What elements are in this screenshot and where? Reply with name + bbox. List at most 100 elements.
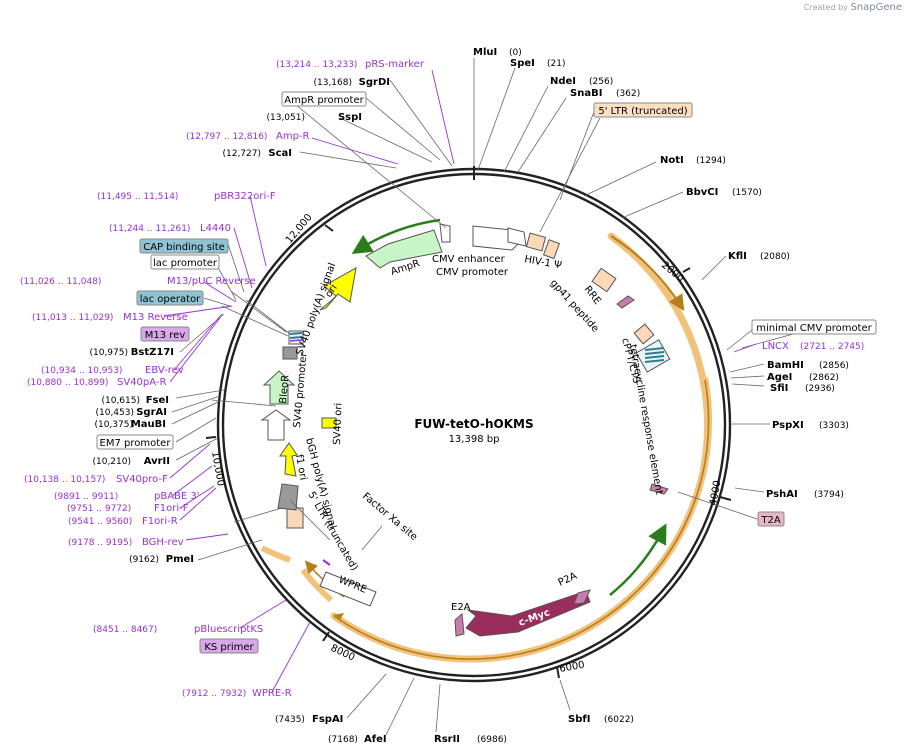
primer-lncx: LNCX(2721 .. 2745) bbox=[762, 341, 864, 352]
site-position: (6986) bbox=[477, 735, 507, 745]
primer-m13-reverse: (11,013 .. 11,029)M13 Reverse bbox=[32, 312, 188, 323]
site-rsrii: RsrII (6986) bbox=[434, 734, 507, 745]
primer-name: M13/pUC Reverse bbox=[167, 276, 256, 287]
f1-ori-arrow bbox=[279, 442, 298, 477]
f1-label: f1 ori bbox=[293, 454, 308, 482]
site-position: (13,168) bbox=[313, 78, 352, 88]
primer-name: pBR322ori-F bbox=[214, 191, 276, 202]
sv40-promoter-label: SV40 promoter bbox=[292, 351, 310, 428]
primer-range: (11,244 .. 11,261) bbox=[109, 224, 190, 234]
site-ndei: NdeI(256) bbox=[550, 76, 613, 87]
p2a-label: P2A bbox=[557, 571, 579, 589]
cmv-enhancer-label: CMV enhancer bbox=[432, 254, 506, 265]
plasmid-name: FUW-tetO-hOKMS bbox=[414, 417, 533, 431]
primer-range: (9541 .. 9560) bbox=[68, 517, 132, 527]
cmyc-arrow bbox=[465, 590, 591, 637]
sv40-polya-label: SV40 poly(A) signal bbox=[294, 261, 338, 357]
gp41-arrow bbox=[616, 295, 635, 309]
site-scai: ScaI(12,727) bbox=[222, 148, 292, 159]
ks-primer-label: KS primer bbox=[204, 642, 254, 653]
primer-labels: (13,214 .. 13,233) pRS-marker (12,797 .. 1… bbox=[20, 59, 864, 699]
site-position: (3794) bbox=[814, 490, 844, 500]
site-fspai: FspAI(7435) bbox=[275, 714, 343, 725]
site-position: (10,615) bbox=[101, 396, 140, 406]
site-name: BbvCI bbox=[686, 187, 718, 198]
boxed-label-t2a: T2A bbox=[757, 511, 785, 527]
primer-leaders bbox=[163, 69, 757, 693]
e2a-box bbox=[454, 612, 465, 637]
site-position: (256) bbox=[589, 77, 613, 87]
site-name: SgrDI bbox=[359, 77, 390, 88]
site-position: (1570) bbox=[732, 188, 762, 198]
orf-highlight-3 bbox=[300, 568, 334, 603]
site-position: (13,051) bbox=[266, 113, 305, 123]
ltr-trunc-label: 5' LTR (truncated) bbox=[598, 106, 687, 117]
site-position: (10,375) bbox=[94, 420, 133, 430]
em7-label: EM7 promoter bbox=[100, 438, 172, 449]
primer-range: (11,026 .. 11,048) bbox=[20, 277, 101, 287]
primer-range: (7912 .. 7932) bbox=[182, 689, 246, 699]
site-position: (12,727) bbox=[222, 149, 261, 159]
site-pspxi: PspXI(3303) bbox=[772, 420, 849, 431]
primer-range: (12,797 .. 12,816) bbox=[186, 132, 267, 142]
site-name: AvrII bbox=[144, 456, 170, 467]
primer-pbr322ori-f: (11,495 .. 11,514)pBR322ori-F bbox=[97, 191, 276, 202]
primer-range: (13,214 .. 13,233) bbox=[276, 60, 357, 70]
primer-name: WPRE-R bbox=[252, 688, 292, 699]
primer-name: Amp-R bbox=[276, 131, 310, 142]
ampr-promoter-box bbox=[439, 223, 451, 243]
ltr5-label: 5' LTR (truncated) bbox=[305, 490, 359, 573]
primer-range: (8451 .. 8467) bbox=[93, 625, 157, 635]
primer-name: M13 Reverse bbox=[123, 312, 188, 323]
primer-name: F1ori-R bbox=[142, 516, 178, 527]
site-position: (2936) bbox=[805, 384, 835, 394]
lac-promoter-label: lac promoter bbox=[153, 258, 218, 269]
t2a-label: T2A bbox=[760, 515, 780, 526]
snapgene-credit: Created by SnapGene bbox=[804, 2, 902, 13]
site-name: SnaBI bbox=[570, 88, 602, 99]
site-name: PmeI bbox=[166, 554, 194, 565]
site-position: (2856) bbox=[819, 361, 849, 371]
orf-arrow-1 bbox=[610, 235, 685, 312]
hiv-psi-box bbox=[542, 239, 561, 260]
boxed-label-min-cmv: minimal CMV promoter bbox=[751, 319, 877, 335]
ori-arrow bbox=[319, 267, 357, 311]
credit-prefix: Created by bbox=[803, 3, 848, 12]
primer-name: LNCX bbox=[762, 341, 789, 352]
site-position: (10,453) bbox=[95, 408, 134, 418]
site-sfii: SfiI(2936) bbox=[770, 383, 835, 394]
site-kfli: KflI(2080) bbox=[728, 251, 790, 262]
site-name: AfeI bbox=[364, 734, 387, 745]
site-position: (0) bbox=[509, 48, 522, 58]
site-position: (10,210) bbox=[92, 457, 131, 467]
credit-brand: SnapGene bbox=[850, 2, 902, 13]
site-maubi: MauBI(10,375) bbox=[94, 419, 166, 430]
boxed-label-m13rev: M13 rev bbox=[140, 326, 190, 342]
primer-name: pRS-marker bbox=[365, 59, 425, 70]
site-name: SpeI bbox=[510, 58, 535, 69]
sv40-ori-label: SV40 ori bbox=[332, 403, 344, 445]
site-position: (9162) bbox=[129, 555, 159, 565]
orf-highlight-4 bbox=[260, 545, 292, 563]
lac-repeats bbox=[288, 330, 304, 345]
boxed-label-lac-promoter: lac promoter bbox=[150, 254, 220, 270]
site-position: (2862) bbox=[809, 373, 839, 383]
sv40-ori-box bbox=[321, 417, 337, 429]
p2a-box bbox=[573, 589, 591, 605]
factor-xa-label: Factor Xa site bbox=[360, 491, 419, 543]
primer-prs-marker: (13,214 .. 13,233) pRS-marker bbox=[276, 59, 425, 70]
site-name: FseI bbox=[146, 395, 169, 406]
site-name: BamHI bbox=[767, 360, 804, 371]
site-sgrai: SgrAI(10,453) bbox=[95, 407, 167, 418]
primer-amp-r: (12,797 .. 12,816) Amp-R bbox=[186, 131, 310, 142]
tick-label: 10,000 bbox=[209, 451, 226, 487]
primer-sv40pa-r: (10,880 .. 10,899)SV40pA-R bbox=[27, 377, 166, 388]
boxed-label-lac-operator: lac operator bbox=[136, 290, 204, 306]
cppt-box bbox=[633, 323, 655, 345]
site-name: BstZ17I bbox=[131, 347, 174, 358]
site-name: RsrII bbox=[434, 734, 460, 745]
primer-wpre-r: (7912 .. 7932) WPRE-R bbox=[182, 688, 292, 699]
primer-name: EBV-rev bbox=[145, 365, 184, 376]
ampr-arrow bbox=[365, 229, 443, 269]
